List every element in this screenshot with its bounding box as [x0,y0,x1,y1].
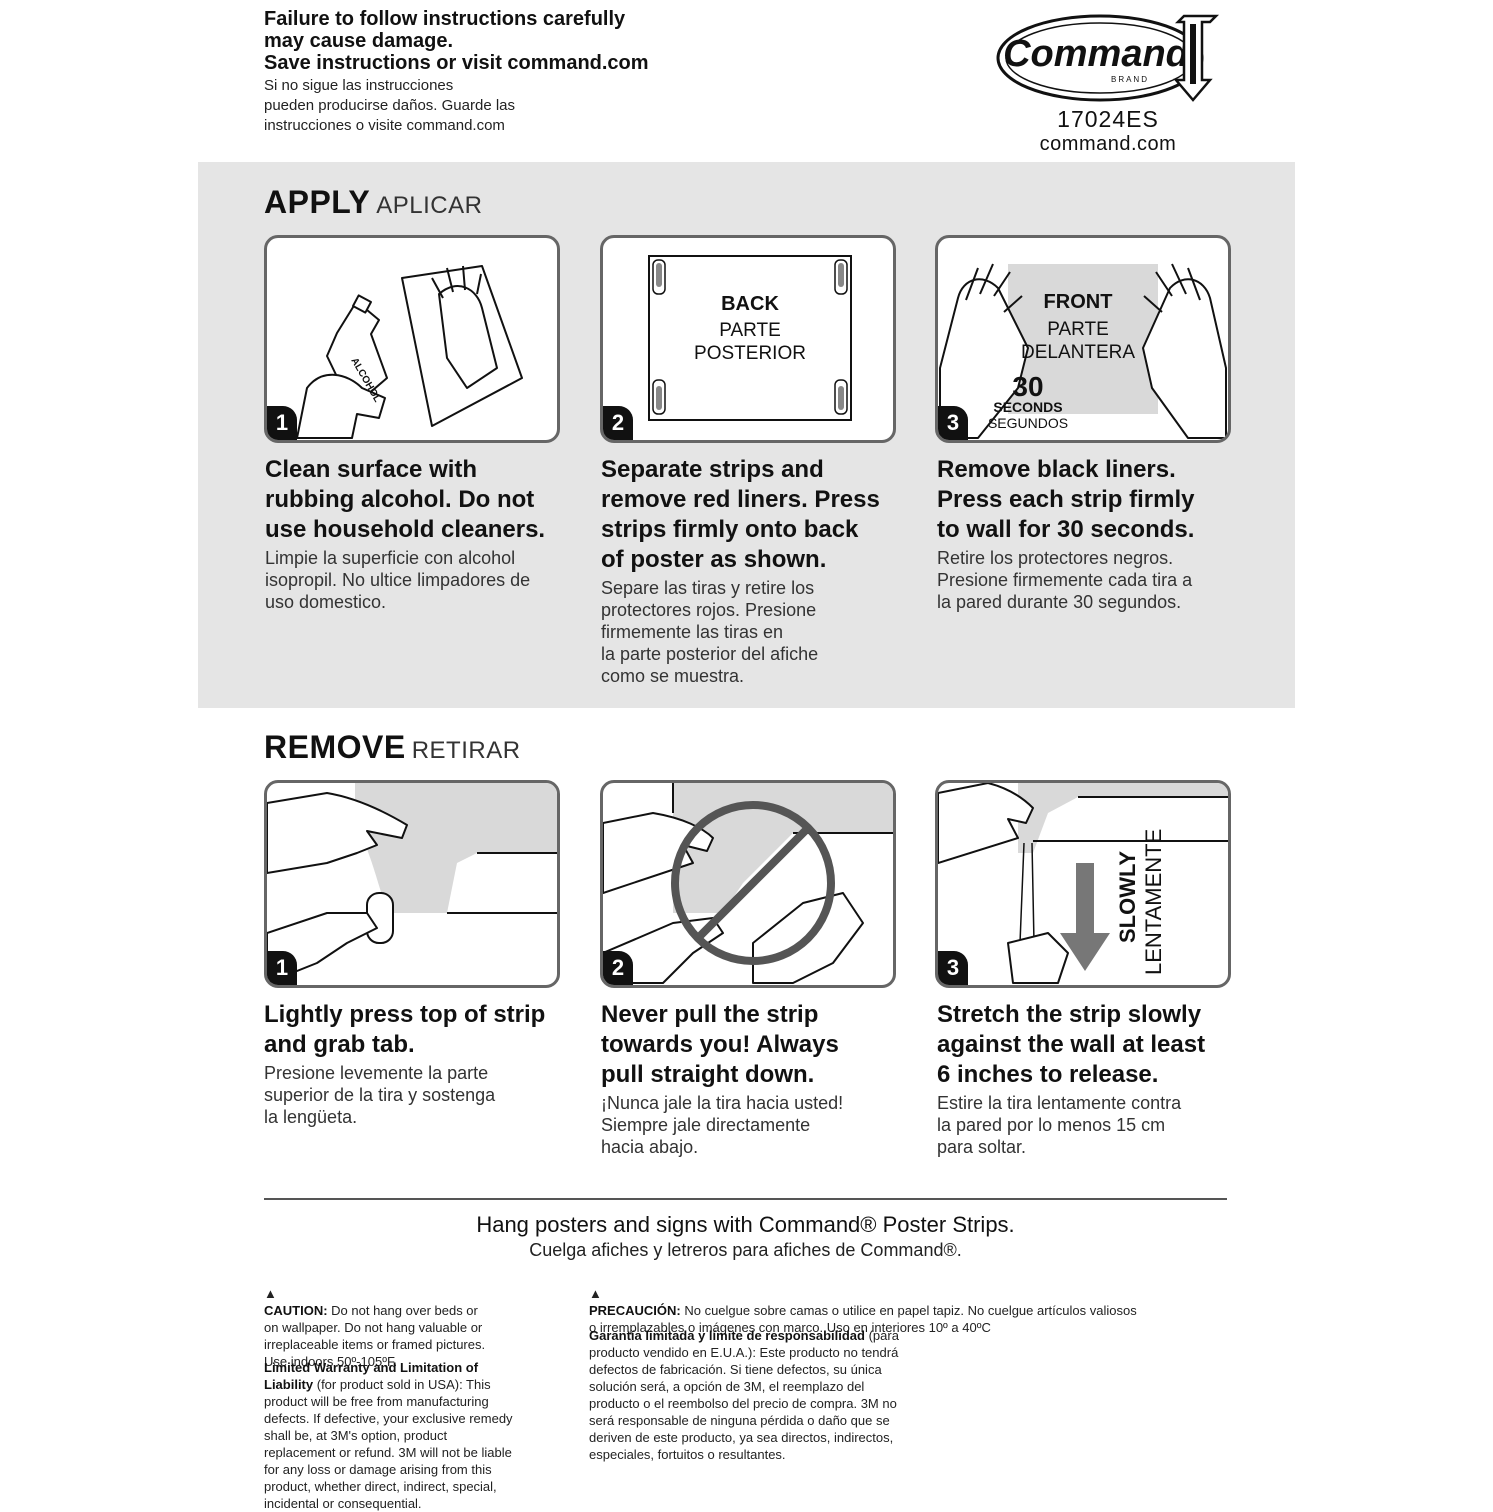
caution-english: ▲ CAUTION: Do not hang over beds or on w… [264,1268,564,1370]
prohibition-circle [671,801,835,965]
step-number: 1 [267,951,297,985]
caption-spanish: ¡Nunca jale la tira hacia usted! Siempre… [601,1093,844,1157]
remove-step-2-illustration: 2 [600,780,896,988]
caption-spanish: Separe las tiras y retire los protectore… [601,578,819,686]
website-text: command.com [1039,133,1177,155]
warning-spanish: Si no sigue las instrucciones pueden pro… [264,77,516,134]
front-label-es-2: DELANTERA [1021,342,1135,363]
back-label: BACK [721,293,779,315]
divider [264,1198,1227,1200]
poster-front [1008,264,1158,414]
remove-title: REMOVE [264,729,406,765]
apply-step-1-caption: Clean surface with rubbing alcohol. Do n… [265,455,565,613]
precaucion-label: PRECAUCIÓN: [589,1303,681,1318]
caution-spanish: ▲ PRECAUCIÓN: No cuelgue sobre camas o u… [589,1268,1229,1336]
apply-step-2-caption: Separate strips and remove red liners. P… [601,455,911,687]
garantia-label: Garantía limitada y límite de responsabi… [589,1328,865,1343]
lentamente-label: LENTAMENTE [1141,829,1166,975]
caution-text: Do not hang over beds or on wallpaper. D… [264,1303,486,1369]
caption-spanish: Retire los protectores negros. Presione … [937,548,1193,612]
back-label-es-1: PARTE [719,320,781,341]
apply-title: APPLY [264,184,371,220]
front-label: FRONT [1044,291,1113,313]
warning-english: Failure to follow instructions carefully… [264,8,649,74]
remove-step-3-illustration: SLOWLY LENTAMENTE 3 [935,780,1231,988]
lower-hand [1007,932,1069,984]
model-number: 17024ES [1057,106,1159,132]
caption-english: Separate strips and remove red liners. P… [601,456,880,573]
back-label-es-2: POSTERIOR [694,343,806,364]
apply-subtitle: APLICAR [376,192,483,219]
segundos-label: SEGUNDOS [988,415,1068,431]
remove-step-1-caption: Lightly press top of strip and grab tab.… [264,1000,574,1128]
step-number: 3 [938,951,968,985]
seconds-label: SECONDS [993,399,1062,415]
front-label-es-1: PARTE [1047,319,1109,340]
upper-hand [938,783,1034,864]
apply-step-2-illustration: BACK PARTE POSTERIOR 2 [600,235,896,443]
command-brand-logo: Command BRAND [996,10,1220,102]
stretched-strip [1019,842,1035,944]
caption-english: Never pull the strip towards you! Always… [601,1001,839,1088]
warranty-text: (for product sold in USA): This product … [264,1377,513,1511]
down-arrow [1060,863,1110,971]
warning-triangle-icon: ▲ [589,1286,602,1301]
caption-spanish: Estire la tira lentamente contra la pare… [937,1093,1182,1157]
brand-name: Command [1003,33,1190,75]
seconds-number: 30 [1012,371,1043,402]
upper-hand [267,792,408,874]
apply-step-3-caption: Remove black liners. Press each strip fi… [937,455,1237,613]
apply-step-3-illustration: FRONT PARTE DELANTERA 30 SECONDS SEGUNDO… [935,235,1231,443]
step-number: 3 [938,406,968,440]
apply-step-1-illustration: ALCOHOL 1 [264,235,560,443]
slowly-label: SLOWLY [1115,851,1140,943]
remove-subtitle: RETIRAR [411,737,521,764]
poster-back [648,255,852,421]
garantia-text: (para producto vendido en E.U.A.): Este … [589,1328,899,1462]
poster-corner [1018,783,1228,853]
poster-corner [355,783,557,913]
caption-english: Clean surface with rubbing alcohol. Do n… [265,456,546,543]
warranty-english: Limited Warranty and Limitation of Liabi… [264,1342,564,1512]
caution-label: CAUTION: [264,1303,328,1318]
remove-step-2-caption: Never pull the strip towards you! Always… [601,1000,911,1158]
right-hand [1142,278,1227,439]
step-number: 2 [603,951,633,985]
brand-sub: BRAND [1111,75,1149,84]
caption-spanish: Presione levemente la parte superior de … [264,1063,496,1127]
step-number: 2 [603,406,633,440]
remove-step-3-caption: Stretch the strip slowly against the wal… [937,1000,1247,1158]
warning-triangle-icon: ▲ [264,1286,277,1301]
warranty-label: Limited Warranty and Limitation of Liabi… [264,1360,479,1392]
caption-spanish: Limpie la superficie con alcohol isoprop… [265,548,531,612]
warranty-spanish: Garantía limitada y límite de responsabi… [589,1310,949,1463]
prohibition-slash [695,825,811,941]
hand-shape [296,373,386,439]
hang-posters-english: Hang posters and signs with Command® Pos… [476,1212,1015,1237]
poster-corner [673,783,893,913]
caption-english: Remove black liners. Press each strip fi… [937,456,1195,543]
step-number: 1 [267,406,297,440]
caption-english: Stretch the strip slowly against the wal… [937,1001,1206,1088]
remove-step-1-illustration: 1 [264,780,560,988]
caption-english: Lightly press top of strip and grab tab. [264,1001,546,1058]
precaucion-text: No cuelgue sobre camas o utilice en pape… [589,1303,1137,1335]
hang-posters-spanish: Cuelga afiches y letreros para afiches d… [529,1240,962,1260]
